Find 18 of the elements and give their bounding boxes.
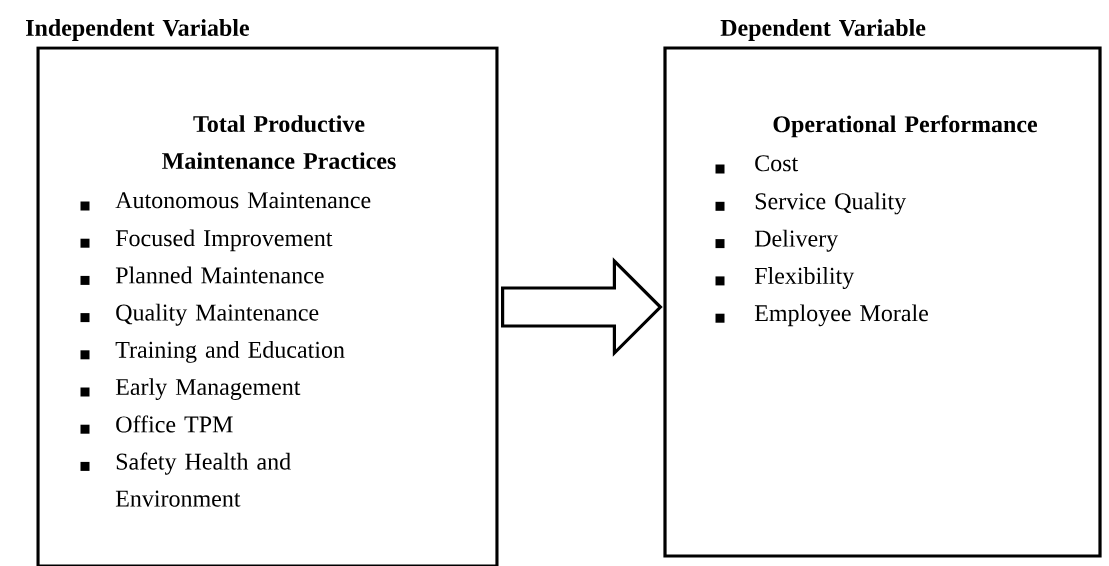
bullet-item: Training and Education bbox=[80, 341, 345, 363]
bullet-item: Safety Health and Environment bbox=[80, 452, 291, 507]
variable-heading: Independent Variable bbox=[26, 19, 249, 41]
box-heading: Operational Performance bbox=[773, 115, 1037, 138]
bullet-item: Autonomous Maintenance bbox=[80, 192, 371, 211]
bullet-item: Cost bbox=[715, 155, 799, 174]
bullet-item: Office TPM bbox=[80, 415, 233, 434]
bullet-item: Quality Maintenance bbox=[80, 303, 319, 326]
box-heading: Total Productive Maintenance Practices bbox=[162, 115, 396, 170]
variable-heading: Dependent Variable bbox=[720, 19, 926, 41]
bullet-item: Flexibility bbox=[715, 267, 855, 289]
bullet-item: Planned Maintenance bbox=[80, 266, 324, 285]
bullet-item: Service Quality bbox=[715, 192, 907, 215]
bullet-item: Employee Morale bbox=[715, 304, 928, 327]
bullet-item: Early Management bbox=[80, 378, 301, 401]
bullet-item: Focused Improvement bbox=[80, 229, 333, 252]
block-arrow bbox=[501, 257, 663, 357]
bullet-item: Delivery bbox=[715, 229, 839, 252]
